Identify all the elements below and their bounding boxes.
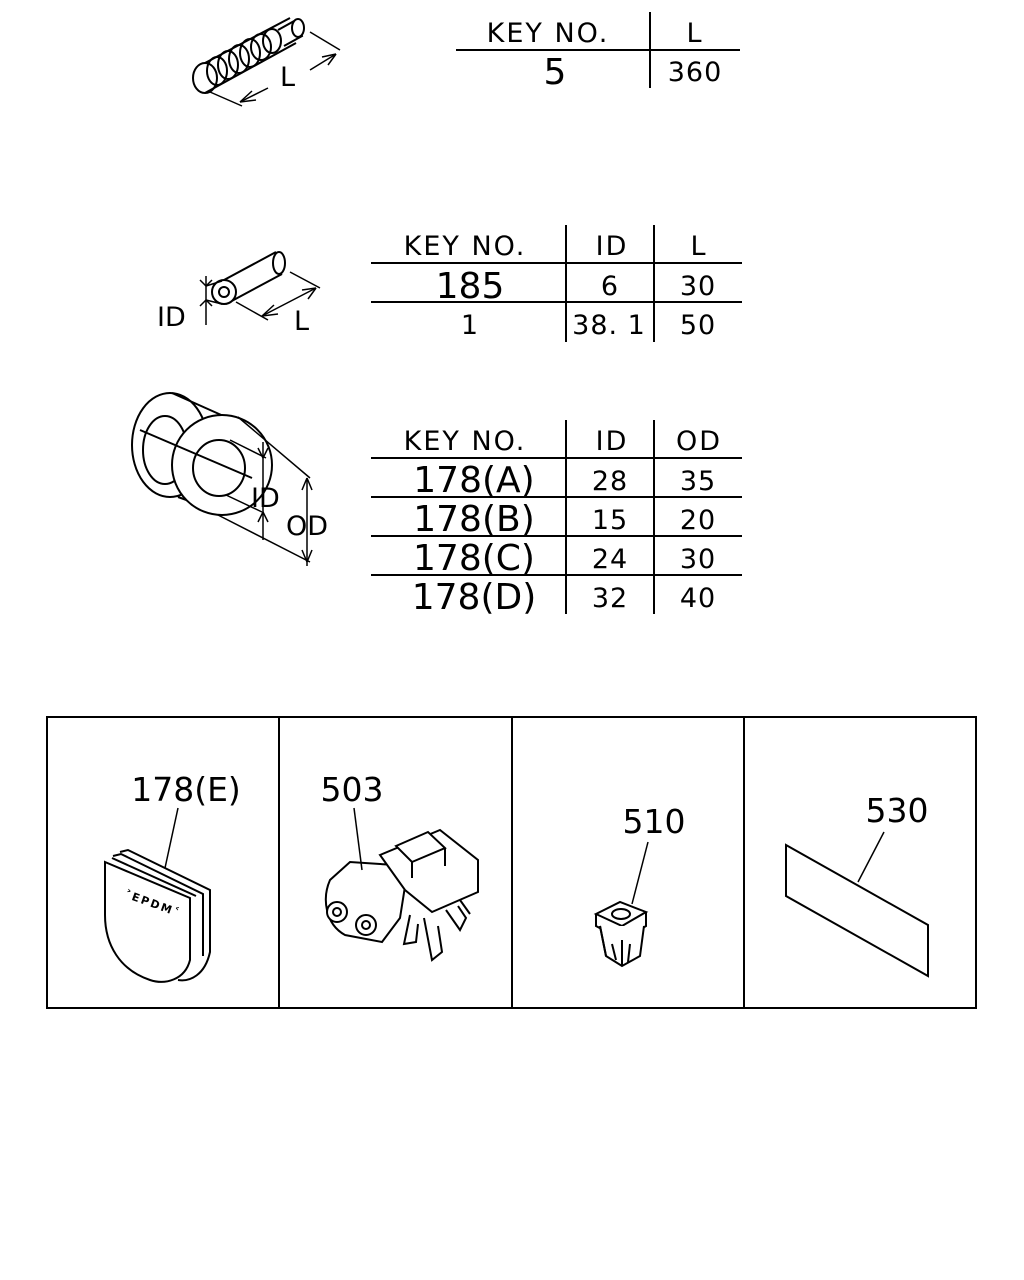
table3-header-key: KEY NO. [404,426,527,457]
table2-row1-key: 185 [436,266,505,307]
grommet-icon [131,392,313,566]
clip-nut-icon [593,841,649,968]
table3-row1-id: 28 [592,466,628,497]
table3-row4-od: 40 [680,583,716,614]
label-sticker-icon [785,831,929,978]
tube-length-label: L [294,306,309,337]
table3-row3-id: 24 [592,544,628,575]
table2-row1-id: 6 [601,271,619,302]
tube-id-label: ID [157,302,186,333]
table2-row2-id: 38. 1 [572,310,646,341]
table1-header-l: L [686,18,703,49]
table3-header-id: ID [596,426,629,457]
grommet-id-label: ID [251,483,280,514]
grommet-od-label: OD [286,511,328,542]
table2-header-key: KEY NO. [404,231,527,262]
table1-cell-key: 5 [544,52,567,93]
table3-row2-key: 178(B) [413,499,535,540]
table2-row1-l: 30 [680,271,716,302]
table3-row1-key: 178(A) [413,460,534,501]
table-grommet-sizes: KEY NO. ID OD 178(A) 28 35 178(B) 15 20 … [371,420,742,618]
part-callout-510: 510 [623,802,686,841]
connector-icon [324,807,479,962]
table3-row4-id: 32 [592,583,628,614]
table3-row4-key: 178(D) [412,577,537,618]
table3-row3-key: 178(C) [413,538,535,579]
table2-row2-key: 1 [461,310,479,341]
table3-row1-od: 35 [680,466,716,497]
table-hose-length: KEY NO. L 5 360 [456,12,740,93]
table2-header-id: ID [596,231,629,262]
parts-panel [46,716,977,1009]
table2-header-l: L [690,231,707,262]
table3-header-od: OD [676,426,722,457]
part-callout-178e: 178(E) [131,770,241,809]
table3-row3-od: 30 [680,544,716,575]
table1-cell-l: 360 [668,57,723,88]
part-callout-530: 530 [866,791,929,830]
corrugated-hose-icon [192,17,341,107]
table3-row2-id: 15 [592,505,628,536]
part-callout-503: 503 [321,770,384,809]
table2-row2-l: 50 [680,310,716,341]
tube-icon [199,251,321,325]
table-tube-sizes: KEY NO. ID L 185 6 30 1 38. 1 50 [371,225,742,342]
hose-length-label: L [280,62,295,93]
grommet-cap-icon [104,807,211,983]
table3-row2-od: 20 [680,505,716,536]
table1-header-key: KEY NO. [487,18,610,49]
